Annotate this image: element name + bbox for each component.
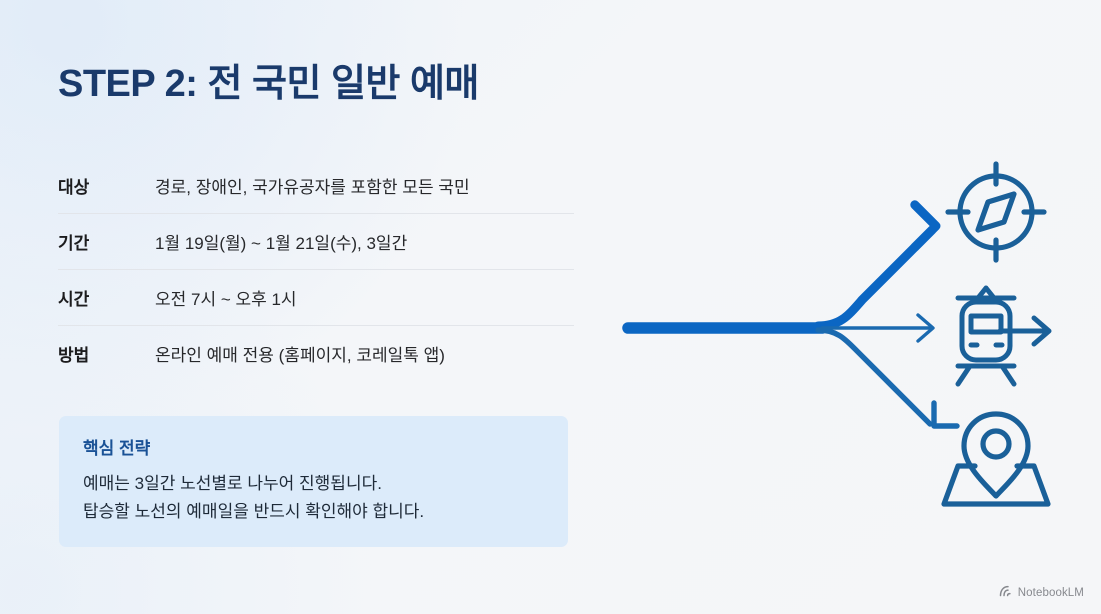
spec-label: 방법 (58, 346, 90, 365)
table-row: 방법 온라인 예매 전용 (홈페이지, 코레일톡 앱) (58, 326, 574, 381)
page-title: STEP 2: 전 국민 일반 예매 (58, 63, 479, 105)
notebooklm-watermark: NotebookLM (999, 584, 1084, 602)
callout-line-2: 탑승할 노선의 예매일을 반드시 확인해야 합니다. (83, 501, 425, 521)
key-strategy-callout: 핵심 전략 예매는 3일간 노선별로 나누어 진행됩니다. 탑승할 노선의 예매… (59, 416, 568, 547)
spec-value: 오전 7시 ~ 오후 1시 (155, 290, 297, 309)
spec-label: 시간 (58, 290, 90, 309)
spec-value: 1월 19일(월) ~ 1월 21일(수), 3일간 (155, 234, 408, 253)
table-row: 대상 경로, 장애인, 국가유공자를 포함한 모든 국민 (58, 158, 574, 214)
map-pin-icon (941, 411, 1051, 507)
spec-table: 대상 경로, 장애인, 국가유공자를 포함한 모든 국민 기간 1월 19일(월… (58, 158, 574, 381)
table-row: 기간 1월 19일(월) ~ 1월 21일(수), 3일간 (58, 214, 574, 270)
notebooklm-logo-icon (999, 584, 1013, 602)
down-branch-line (815, 327, 933, 427)
compass-icon (945, 161, 1047, 263)
watermark-label: NotebookLM (1017, 587, 1084, 599)
middle-branch-arrowhead (916, 313, 935, 343)
spec-value: 온라인 예매 전용 (홈페이지, 코레일톡 앱) (155, 346, 445, 365)
down-branch-arrowhead (931, 400, 960, 429)
up-branch-line (813, 225, 937, 331)
callout-line-1: 예매는 3일간 노선별로 나누어 진행됩니다. (83, 474, 382, 493)
table-row: 시간 오전 7시 ~ 오후 1시 (58, 270, 574, 326)
branching-arrow-diagram (600, 130, 1080, 530)
spec-label: 대상 (58, 178, 90, 197)
up-branch-arrowhead (910, 200, 941, 252)
spec-label: 기간 (58, 234, 90, 253)
spec-value: 경로, 장애인, 국가유공자를 포함한 모든 국민 (155, 178, 470, 197)
train-icon (955, 285, 1052, 387)
callout-title: 핵심 전략 (83, 439, 151, 458)
